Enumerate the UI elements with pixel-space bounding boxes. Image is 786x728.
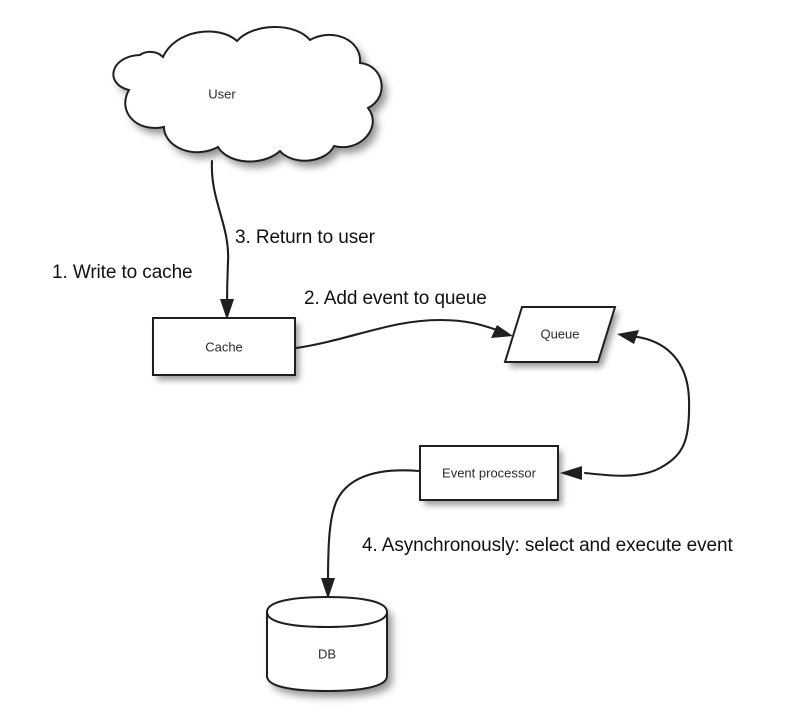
node-cache[interactable]: Cache xyxy=(152,317,296,376)
queue-shape xyxy=(505,307,615,362)
cache-box xyxy=(153,318,295,375)
cloud-shape xyxy=(113,26,382,162)
node-user-label: User xyxy=(208,86,236,101)
node-db-label: DB xyxy=(318,646,336,661)
edge-user-to-cache-line xyxy=(210,159,230,310)
edge-loop-arrowhead-to-queue xyxy=(617,330,639,344)
edge-label-step-2: 2. Add event to queue xyxy=(304,288,487,309)
edge-user-to-cache-arrowhead xyxy=(220,299,234,320)
db-cylinder-outline xyxy=(266,595,388,693)
node-event-processor[interactable]: Event processor xyxy=(419,445,559,501)
node-user[interactable]: User xyxy=(112,26,383,163)
edge-cache-to-queue xyxy=(294,318,513,350)
cache-box-outline xyxy=(152,317,296,376)
edge-cache-to-queue-line xyxy=(294,318,502,350)
edge-loop-arrowhead-to-processor xyxy=(560,466,582,480)
edge-label-step-4: 4. Asynchronously: select and execute ev… xyxy=(362,535,733,556)
edge-queue-processor-loop xyxy=(560,330,691,480)
edge-queue-processor-loop-line xyxy=(583,334,691,477)
node-event-processor-label: Event processor xyxy=(442,465,537,480)
node-cache-label: Cache xyxy=(205,339,243,354)
edge-label-step-1: 1. Write to cache xyxy=(52,262,193,283)
event-processor-box xyxy=(420,446,558,500)
edge-label-step-3: 3. Return to user xyxy=(235,227,376,248)
node-queue-label: Queue xyxy=(540,326,579,341)
event-processor-box-outline xyxy=(419,445,559,501)
edge-event-processor-to-db xyxy=(321,469,421,599)
queue-shape-outline xyxy=(503,306,617,363)
edge-cache-to-queue-arrowhead xyxy=(491,325,513,338)
edge-event-processor-to-db-arrowhead xyxy=(321,578,335,599)
db-cylinder-body xyxy=(267,597,387,691)
node-queue[interactable]: Queue xyxy=(503,306,617,363)
db-cylinder-top-ellipse xyxy=(266,611,388,629)
cloud-outline xyxy=(112,26,383,163)
edge-user-to-cache xyxy=(210,159,234,320)
edge-event-processor-to-db-line xyxy=(326,469,421,587)
node-db[interactable]: DB xyxy=(266,595,388,693)
